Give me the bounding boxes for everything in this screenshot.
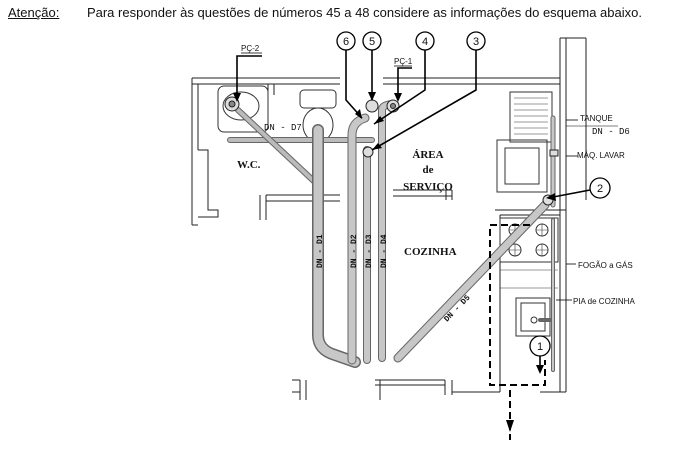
pipe-label-d4: DN - D4	[380, 234, 389, 268]
label-tank: TANQUE	[580, 114, 613, 123]
attention-label: Atenção:	[8, 5, 60, 20]
pipe-label-d2: DN - D2	[350, 234, 359, 268]
walls	[191, 37, 587, 400]
pipe-label-d7: DN - D7	[264, 123, 302, 133]
room-wc: W.C.	[237, 159, 261, 171]
washer-icon	[496, 139, 548, 193]
callout-4-label: 4	[422, 36, 428, 48]
tanque-icon	[509, 91, 553, 143]
instruction-header: Atenção: Para responder às questões de n…	[8, 5, 642, 20]
callout-4	[415, 31, 435, 51]
label-washer: MÁQ. LAVAR	[577, 151, 625, 160]
label-stove: FOGÃO a GÁS	[578, 261, 633, 270]
dashed-boundary	[489, 224, 546, 440]
callout-2-label: 2	[597, 183, 603, 195]
callout-3	[466, 31, 486, 51]
leader-arrowheads	[233, 92, 556, 374]
wc-basin-bowl	[222, 91, 260, 121]
label-kitchen-sink: PIA de COZINHA	[573, 297, 635, 306]
room-area-line3: SERVIÇO	[403, 181, 453, 193]
callout-5	[362, 31, 382, 51]
wc-basin-icon	[217, 85, 269, 133]
question-text: Para responder às questões de números 45…	[86, 5, 642, 20]
kitchen-sink-icon	[515, 297, 551, 337]
callout-5-label: 5	[369, 36, 375, 48]
pipe-label-d6: DN - D6	[592, 127, 630, 137]
callout-1	[529, 335, 551, 357]
callout-6	[336, 31, 356, 51]
callout-circles	[336, 31, 611, 357]
floor-drain-icon	[365, 99, 379, 113]
callout-3-label: 3	[473, 36, 479, 48]
toilet-tank-icon	[299, 89, 337, 109]
pc2-label: PÇ-2	[241, 44, 260, 53]
callout-6-label: 6	[343, 36, 349, 48]
callout-1-label: 1	[537, 341, 543, 353]
flow-arrow-icon	[506, 420, 514, 432]
room-kitchen: COZINHA	[404, 246, 457, 258]
room-area-line2: de	[423, 164, 434, 176]
pipes	[227, 100, 556, 372]
room-area-line1: ÁREA	[412, 149, 443, 161]
pipe-label-d1: DN - D1	[316, 234, 325, 268]
callout-2	[589, 177, 611, 199]
pc1-label: PÇ-1	[394, 57, 413, 66]
pipe-label-d3: DN - D3	[365, 234, 374, 268]
